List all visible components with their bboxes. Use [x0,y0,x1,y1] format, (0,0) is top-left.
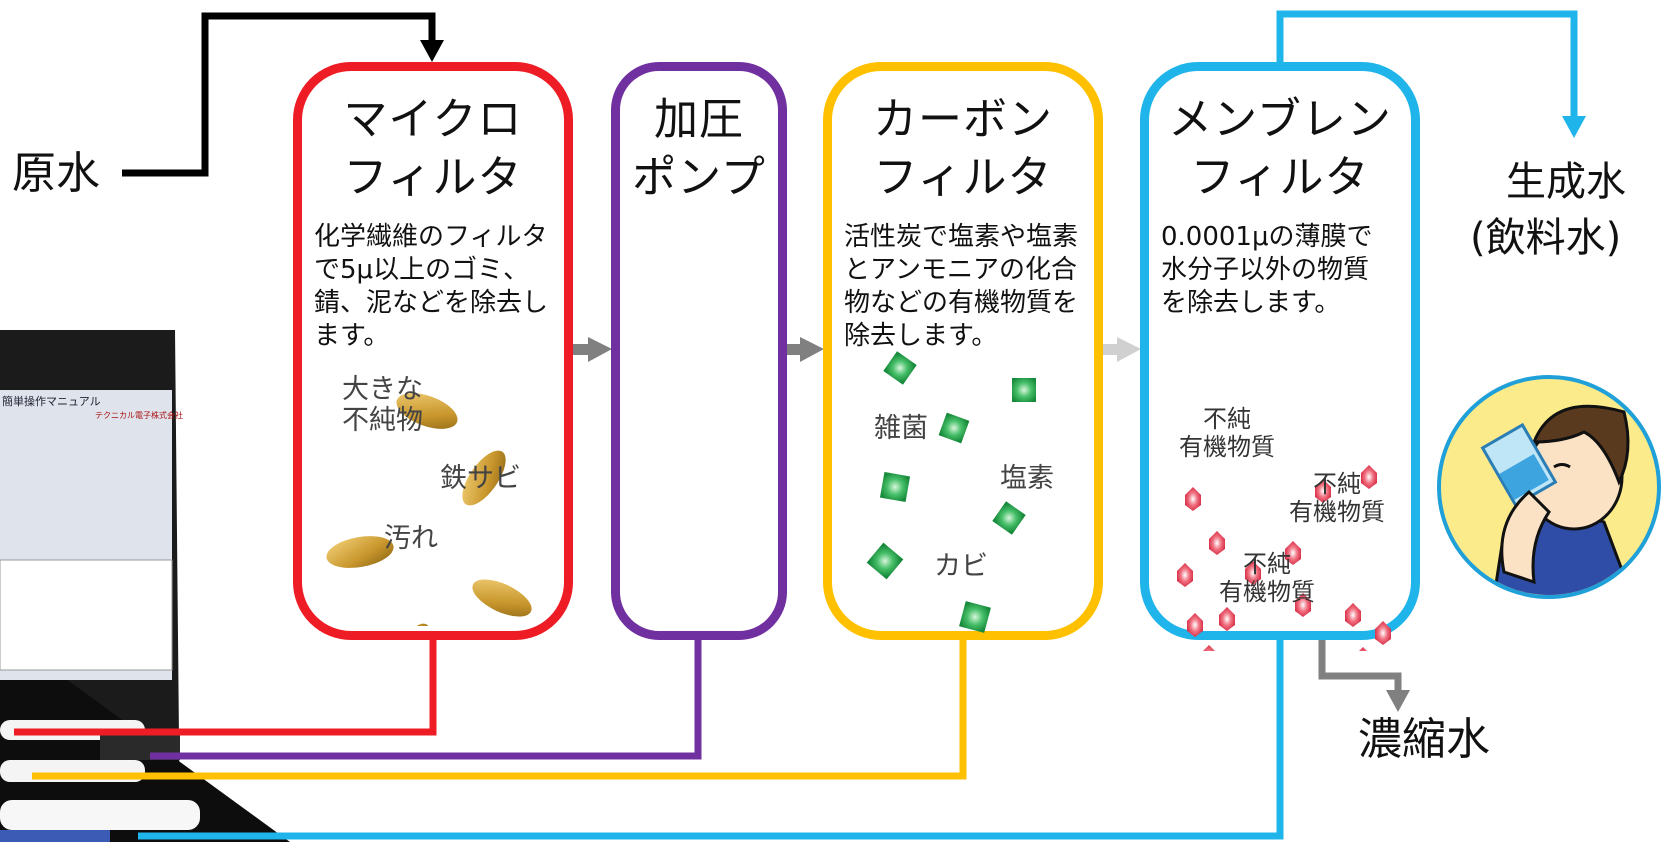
product-water-label: 生成水 [1506,159,1626,205]
carbon-filter-box: カーボン フィルタ 活性炭で塩素や塩素 とアンモニアの化合 物などの有機物質を … [823,62,1103,640]
micro-filter-desc: 化学繊維のフィルタ で5μ以上のゴミ、 錆、泥などを除去し ます。 [314,222,549,351]
organic-label-3: 不純 有機物質 [1219,550,1315,606]
membrane-filter-desc: 0.0001μの薄膜で 水分子以外の物質 を除去します。 [1161,222,1373,318]
source-line [122,12,444,177]
product-line [1276,10,1586,138]
germ-particles [866,351,1036,633]
carbon-filter-desc: 活性炭で塩素や塩素 とアンモニアの化合 物などの有機物質を 除去します。 [844,222,1079,351]
impurity-particles [326,393,532,626]
impurity-label-rust: 鉄サビ [440,463,521,494]
germ-label-mold: カビ [934,551,988,582]
drinking-person-illustration [1437,375,1661,599]
organic-label-1: 不純 有機物質 [1179,405,1275,461]
impurity-label-dirt: 汚れ [384,523,438,554]
pump-box: 加圧 ポンプ [611,62,787,640]
carbon-filter-title: カーボン フィルタ [873,94,1053,203]
micro-filter-title: マイクロ フィルタ [343,94,523,203]
product-water-sublabel: (飲料水) [1470,215,1622,261]
membrane-filter-box: メンブレン フィルタ 0.0001μの薄膜で 水分子以外の物質 を除去します。 [1140,62,1420,651]
manual-title: 簡単操作マニュアル [2,395,101,408]
germ-label-chlorine: 塩素 [1000,463,1054,494]
germ-label-bacteria: 雑菌 [874,413,928,444]
micro-filter-box: マイクロ フィルタ 化学繊維のフィルタ で5μ以上のゴミ、 錆、泥などを除去し … [293,62,573,640]
impurity-label-large: 大きな 不純物 [342,374,423,437]
pump-title: 加圧 ポンプ [632,94,766,203]
stage-arrows [569,337,1141,362]
organic-label-2: 不純 有機物質 [1289,470,1385,526]
source-water-label: 原水 [12,148,100,199]
organic-particles [1177,465,1391,651]
concentrate-line [1318,636,1410,712]
return-lines [14,636,1284,840]
membrane-filter-title: メンブレン フィルタ [1168,94,1392,203]
concentrate-water-label: 濃縮水 [1358,714,1490,765]
manual-company: テクニカル電子株式会社 [95,411,183,420]
